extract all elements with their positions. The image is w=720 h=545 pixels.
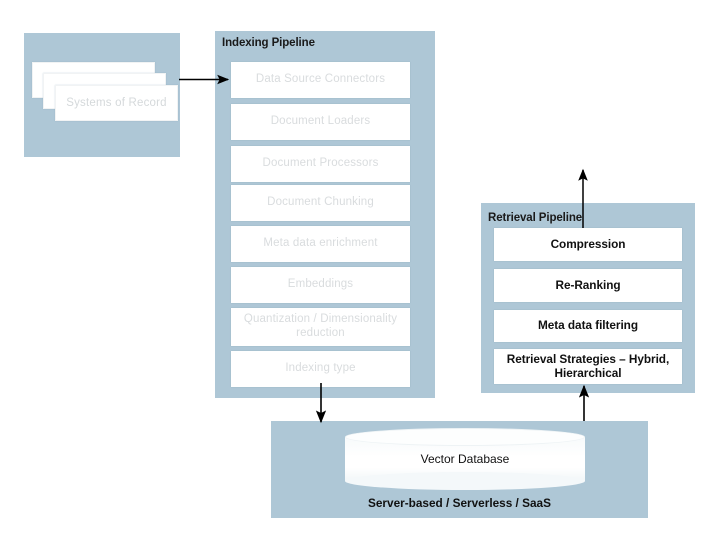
indexing-stage-indexing-type[interactable]: Indexing type (231, 351, 410, 387)
retrieval-stage-compression[interactable]: Compression (494, 228, 682, 261)
systems-of-record-card-front[interactable]: Systems of Record (55, 85, 178, 121)
indexing-stage-label: Document Processors (262, 157, 379, 170)
retrieval-stage-retrieval-strategies[interactable]: Retrieval Strategies – Hybrid, Hierarchi… (494, 349, 682, 384)
retrieval-stage-label: Compression (550, 236, 626, 251)
cylinder-top-ellipse (345, 428, 585, 446)
indexing-pipeline-title: Indexing Pipeline (222, 37, 315, 49)
indexing-stage-label: Document Loaders (270, 115, 371, 128)
indexing-stage-label: Meta data enrichment (263, 237, 378, 250)
indexing-stage-document-loaders[interactable]: Document Loaders (231, 104, 410, 140)
indexing-stage-label: Document Chunking (267, 196, 374, 209)
retrieval-stage-label: Meta data filtering (538, 318, 638, 333)
indexing-stage-embeddings[interactable]: Embeddings (231, 267, 410, 303)
indexing-stage-label: Embeddings (287, 278, 354, 291)
indexing-stage-document-processors[interactable]: Document Processors (231, 146, 410, 182)
indexing-stage-meta-data-enrichment[interactable]: Meta data enrichment (231, 226, 410, 262)
retrieval-pipeline-title: Retrieval Pipeline (488, 212, 583, 224)
retrieval-stage-label: Retrieval Strategies – Hybrid, Hierarchi… (506, 351, 670, 380)
retrieval-stage-label: Re-Ranking (555, 277, 621, 292)
indexing-stage-label: Data Source Connectors (255, 73, 386, 86)
indexing-stage-document-chunking[interactable]: Document Chunking (231, 185, 410, 221)
retrieval-stage-re-ranking[interactable]: Re-Ranking (494, 269, 682, 302)
indexing-stage-label: Indexing type (285, 362, 356, 375)
indexing-stage-data-source-connectors[interactable]: Data Source Connectors (231, 62, 410, 98)
indexing-stage-label: Quantization / Dimensionality reduction (243, 313, 398, 339)
systems-of-record-label: Systems of Record (66, 97, 167, 109)
vector-database-label: Vector Database (420, 452, 510, 466)
vector-database-cylinder[interactable]: Vector Database (345, 428, 585, 490)
retrieval-stage-meta-data-filtering[interactable]: Meta data filtering (494, 310, 682, 342)
vector-database-caption: Server-based / Serverless / SaaS (368, 496, 551, 510)
indexing-stage-quantization-dimensionality-reduction[interactable]: Quantization / Dimensionality reduction (231, 308, 410, 346)
cylinder-bottom-ellipse (345, 472, 585, 490)
